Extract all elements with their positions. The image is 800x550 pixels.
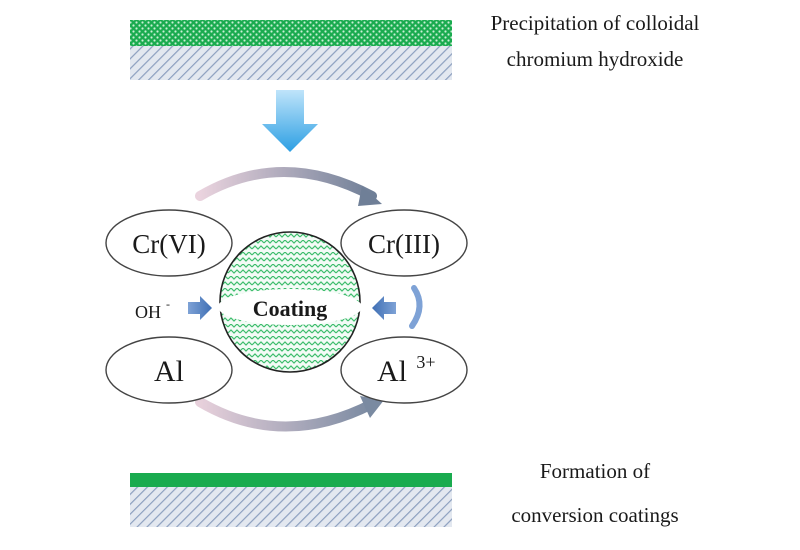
cr3-label: Cr(III): [368, 229, 440, 259]
al3-superscript: 3+: [416, 352, 435, 372]
bottom-metal-hatch: [130, 487, 452, 527]
species-cr3: Cr(III): [340, 209, 468, 277]
species-al: Al: [105, 336, 233, 404]
conversion-coating-layer: [130, 473, 452, 487]
species-al3: Al 3+: [340, 336, 468, 404]
top-label-line1: Precipitation of colloidal: [491, 11, 700, 35]
al3-label: Al: [377, 355, 407, 388]
top-substrate: [130, 20, 452, 80]
top-label-line2: chromium hydroxide: [507, 47, 684, 71]
top-metal-hatch: [130, 46, 452, 80]
oh-superscript: -: [166, 297, 170, 311]
bottom-label-line1: Formation of: [540, 459, 650, 483]
right-inward-arrow-icon: [372, 296, 396, 320]
right-curved-arrow-icon: [409, 285, 423, 329]
species-cr6: Cr(VI): [105, 209, 233, 277]
top-curved-arrow-icon: [195, 167, 382, 206]
bottom-substrate: [130, 473, 452, 527]
bottom-curved-arrow-icon: [195, 396, 384, 432]
al-label: Al: [154, 355, 184, 388]
down-arrow-icon: [262, 90, 318, 152]
oh-label: OH: [135, 302, 161, 322]
colloidal-layer: [130, 20, 452, 46]
coating-sphere: Coating: [218, 231, 362, 373]
oh-arrow-icon: [188, 296, 212, 320]
cr6-label: Cr(VI): [132, 229, 205, 259]
bottom-label-line2: conversion coatings: [511, 503, 678, 527]
coating-label: Coating: [253, 296, 328, 321]
